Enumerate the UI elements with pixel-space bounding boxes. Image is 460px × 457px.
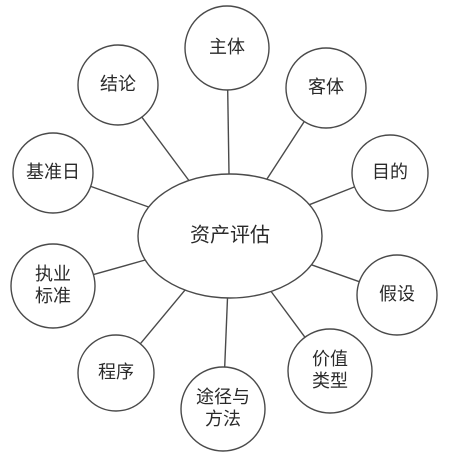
connector-practice-standard [93,259,146,276]
connector-conclusion [141,116,190,181]
node-label-line: 标准 [35,286,71,307]
center-node: 资产评估 [137,173,323,299]
node-label-line: 价值 [312,349,348,370]
node-label-line: 结论 [100,74,136,95]
connector-assumption [311,264,360,283]
connector-approach-method [224,297,229,368]
node-procedure: 程序 [77,334,155,412]
node-label-line: 假设 [379,284,415,305]
node-base-date: 基准日 [12,132,94,214]
node-label-line: 资产评估 [190,223,270,247]
node-label-line: 基准日 [26,162,80,183]
node-subject: 主体 [184,5,270,91]
node-conclusion: 结论 [77,44,159,126]
connector-base-date [90,185,149,208]
node-circle-conclusion [77,44,159,126]
node-circle-object [285,47,367,129]
node-label-line: 方法 [205,409,241,430]
connector-value-type [270,291,306,338]
node-circle-approach-method [180,366,266,452]
node-label-line: 途径与 [196,387,250,408]
node-purpose: 目的 [351,134,429,212]
node-object: 客体 [285,47,367,129]
node-circle-procedure [77,334,155,412]
connector-purpose [309,186,355,206]
node-circle-practice-standard [10,243,96,329]
node-circle-value-type [287,328,373,414]
node-label-line: 类型 [312,371,348,392]
center-ellipse [137,173,323,299]
node-circle-subject [184,5,270,91]
node-label-line: 程序 [98,362,134,383]
node-circle-base-date [12,132,94,214]
connector-lines [90,89,360,368]
connector-procedure [139,289,186,345]
node-circle-assumption [356,254,438,336]
node-label-line: 执业 [35,264,71,285]
connector-subject [227,89,230,175]
connector-object [266,121,305,180]
node-circle-purpose [351,134,429,212]
node-assumption: 假设 [356,254,438,336]
node-label-line: 客体 [308,77,344,98]
node-label-line: 主体 [209,37,245,58]
node-label-line: 目的 [372,162,408,183]
